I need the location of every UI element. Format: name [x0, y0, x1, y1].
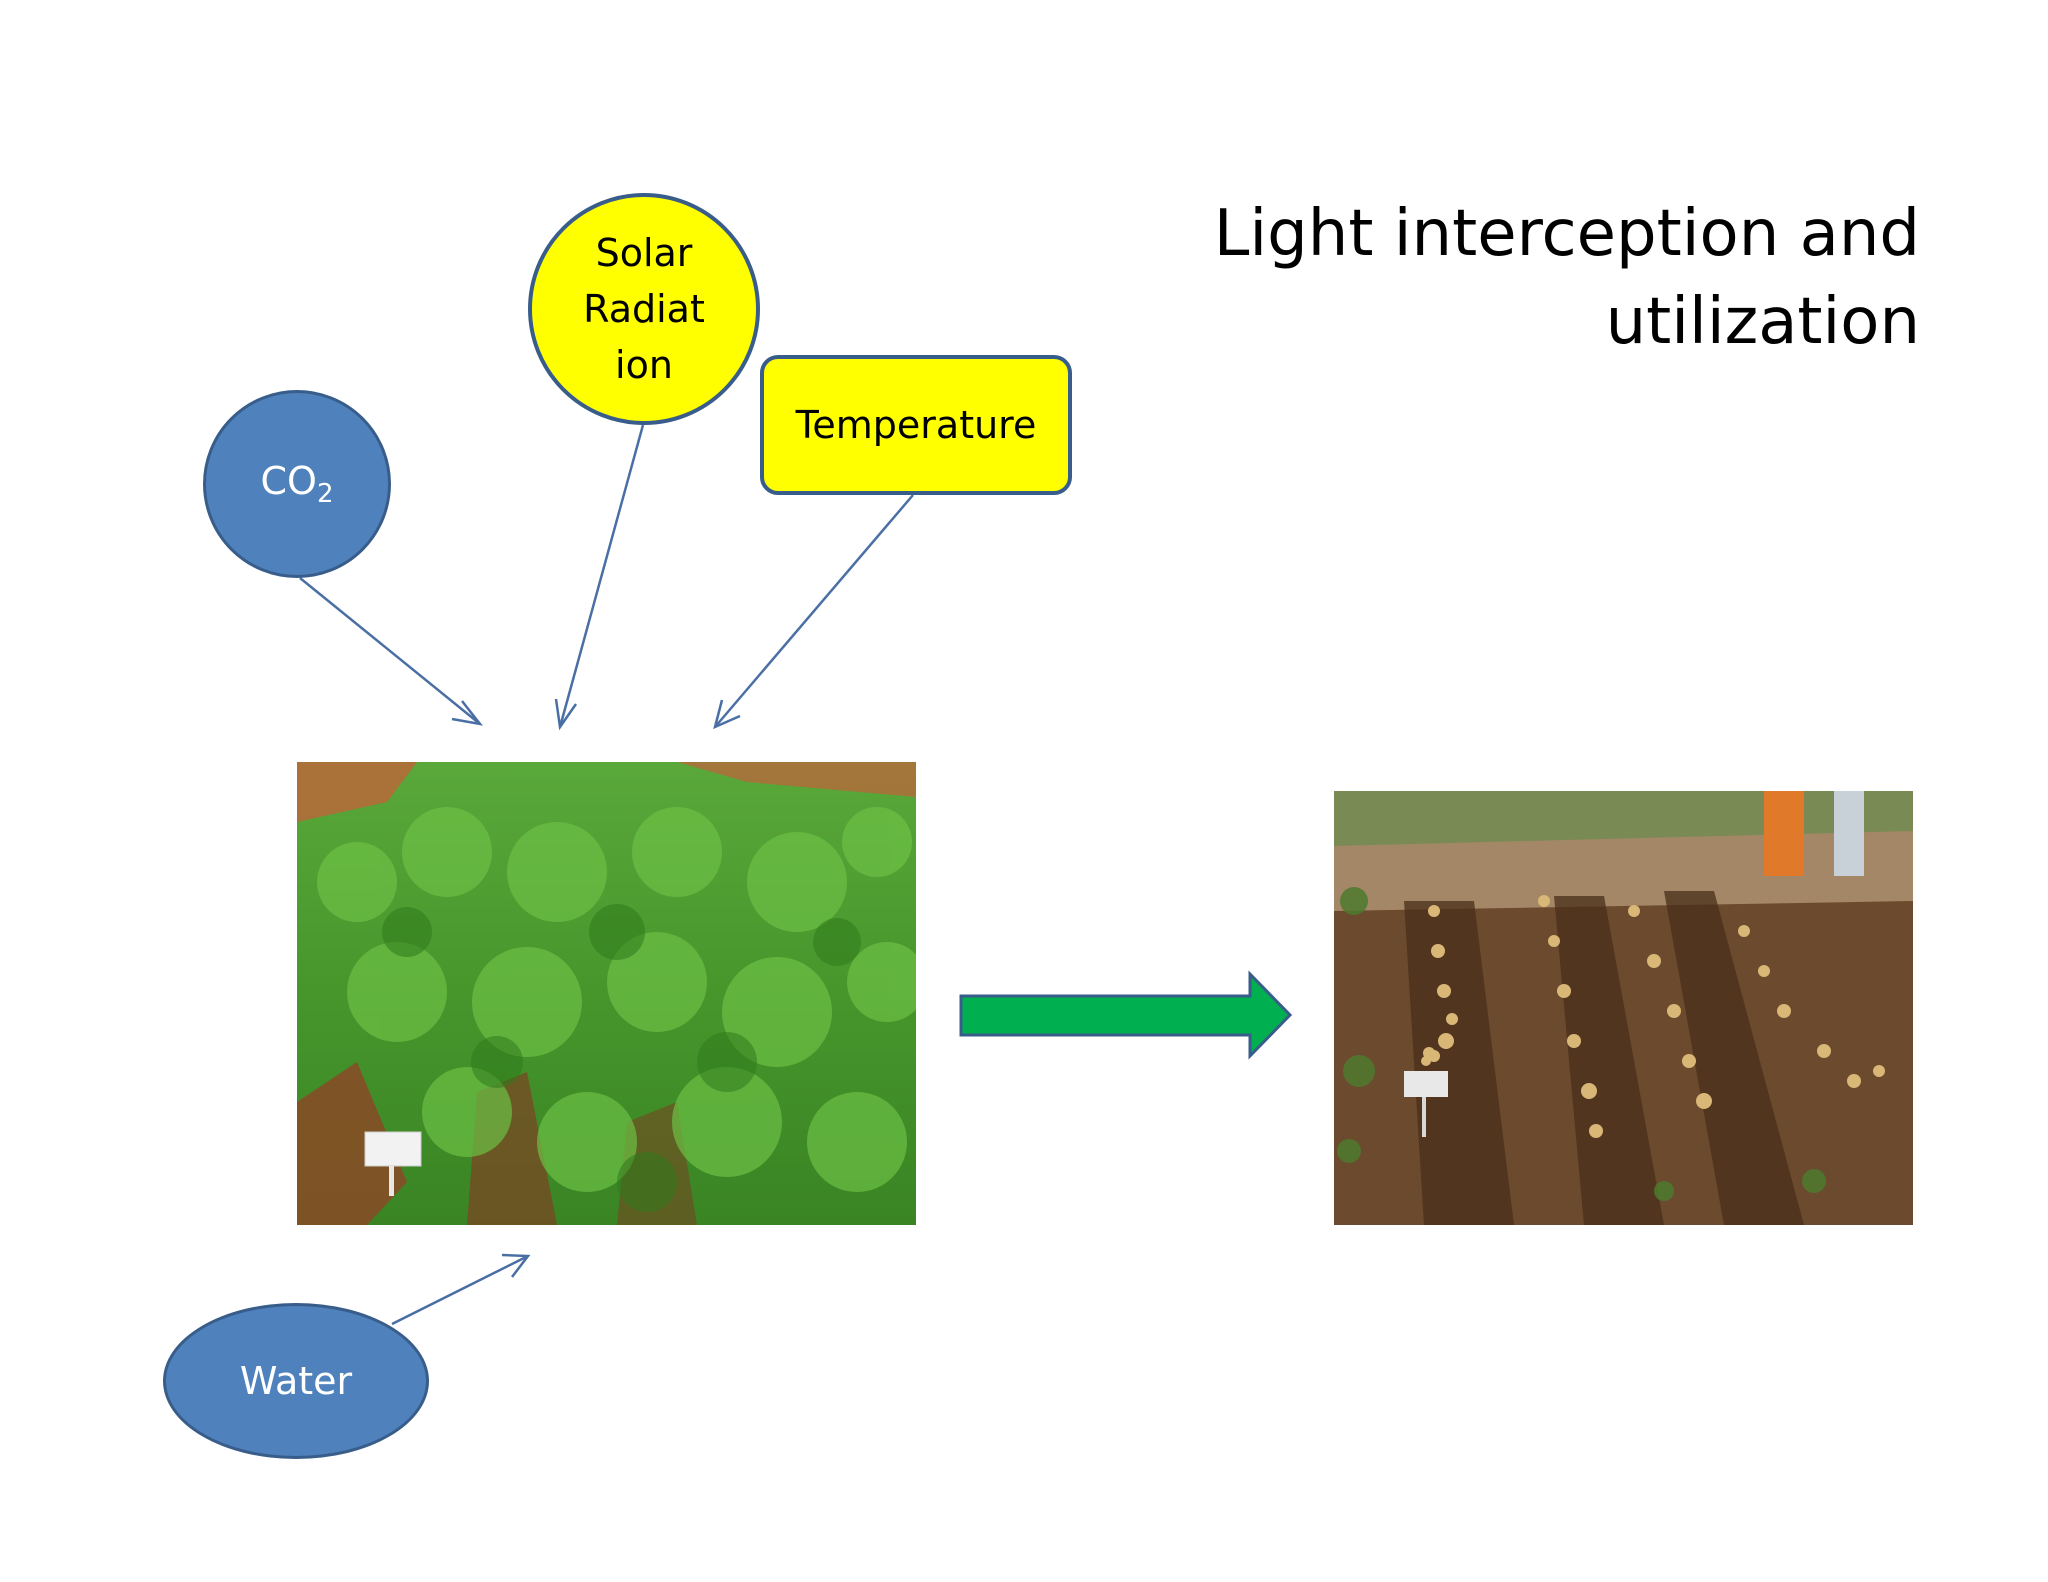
temperature-label: Temperature	[795, 403, 1037, 447]
water-arrow-head	[501, 1253, 531, 1278]
water-arrow	[391, 1254, 529, 1326]
temperature-node: Temperature	[760, 355, 1072, 495]
water-node: Water	[163, 1303, 429, 1459]
solar-radiation-node: Solar Radiat ion	[528, 193, 760, 425]
co2-arrow-head	[451, 700, 484, 726]
potato-crop-field-photo	[297, 762, 916, 1225]
co2-label: CO2	[260, 459, 334, 509]
slide-title: Light interception and utilization	[1150, 190, 1920, 366]
temperature-arrow-head	[713, 699, 741, 730]
harvested-potato-rows-photo	[1334, 791, 1913, 1225]
water-label: Water	[239, 1359, 353, 1403]
title-line-2: utilization	[1605, 285, 1920, 359]
title-line-1: Light interception and	[1213, 197, 1920, 271]
solar-line-3: ion	[615, 343, 673, 387]
solar-line-2: Radiat	[583, 287, 705, 331]
solar-arrow	[558, 424, 645, 728]
co2-node: CO2	[203, 390, 391, 578]
solar-arrow-head	[554, 698, 578, 731]
temperature-arrow	[714, 494, 914, 728]
solar-line-1: Solar	[595, 231, 693, 275]
co2-arrow	[299, 577, 481, 725]
